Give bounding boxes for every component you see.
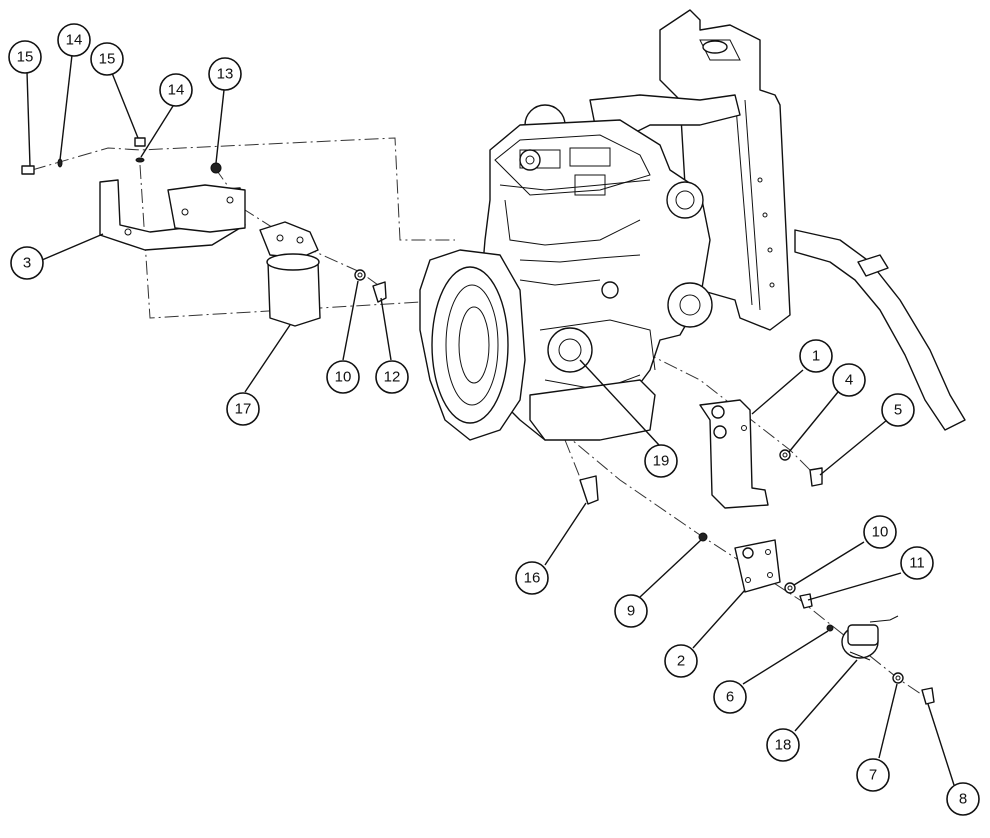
callout-balloon: 11 bbox=[900, 546, 934, 580]
engine-block bbox=[479, 119, 713, 441]
callout-balloon: 15 bbox=[90, 42, 124, 76]
callout-label: 14 bbox=[168, 82, 185, 99]
radiator-hose bbox=[794, 229, 966, 431]
callout-label: 5 bbox=[894, 402, 902, 419]
callout-balloon: 18 bbox=[766, 728, 800, 762]
callout-balloon: 13 bbox=[208, 57, 242, 91]
callout-label: 15 bbox=[17, 49, 34, 66]
fuel-pump bbox=[841, 615, 899, 661]
callout-label: 12 bbox=[384, 369, 401, 386]
callout-label: 15 bbox=[99, 51, 116, 68]
callout-balloon: 10 bbox=[326, 360, 360, 394]
callout-balloon: 10 bbox=[863, 515, 897, 549]
callout-label: 7 bbox=[869, 767, 877, 784]
hardware bbox=[21, 137, 935, 705]
callout-balloon: 14 bbox=[57, 23, 91, 57]
callout-label: 3 bbox=[23, 255, 31, 272]
flywheel-housing bbox=[419, 249, 526, 441]
callout-balloon: 16 bbox=[515, 561, 549, 595]
callout-balloon: 1 bbox=[799, 339, 833, 373]
callout-balloon: 19 bbox=[644, 444, 678, 478]
callout-balloon: 7 bbox=[856, 758, 890, 792]
callout-balloon: 14 bbox=[159, 73, 193, 107]
callout-label: 19 bbox=[653, 453, 670, 470]
callout-balloons: 15 14 15 14 13 3 17 10 12 19 1 4 5 16 9 … bbox=[8, 23, 980, 816]
callout-label: 1 bbox=[812, 348, 820, 365]
callout-balloon: 5 bbox=[881, 393, 915, 427]
callout-label: 11 bbox=[909, 555, 925, 572]
oil-pan bbox=[529, 379, 656, 441]
callout-balloon: 17 bbox=[226, 392, 260, 426]
callout-label: 2 bbox=[677, 653, 685, 670]
leader-lines bbox=[26, 54, 955, 786]
bracket-1 bbox=[699, 399, 769, 509]
callout-balloon: 3 bbox=[10, 246, 44, 280]
callout-label: 6 bbox=[726, 689, 734, 706]
callout-label: 10 bbox=[335, 369, 352, 386]
callout-label: 16 bbox=[524, 570, 541, 587]
callout-balloon: 6 bbox=[713, 680, 747, 714]
callout-balloon: 2 bbox=[664, 644, 698, 678]
callout-label: 8 bbox=[959, 791, 967, 808]
callout-balloon: 15 bbox=[8, 40, 42, 74]
callout-balloon: 12 bbox=[375, 360, 409, 394]
callout-balloon: 4 bbox=[832, 363, 866, 397]
callout-label: 4 bbox=[845, 372, 853, 389]
callout-label: 9 bbox=[627, 603, 635, 620]
callout-label: 14 bbox=[66, 32, 83, 49]
callout-label: 17 bbox=[235, 401, 252, 418]
plate-2 bbox=[734, 539, 781, 593]
fuel-filter bbox=[259, 221, 321, 327]
callout-label: 18 bbox=[775, 737, 792, 754]
callout-label: 13 bbox=[217, 66, 234, 83]
callout-balloon: 8 bbox=[946, 782, 980, 816]
callout-label: 10 bbox=[872, 524, 889, 541]
callout-balloon: 9 bbox=[614, 594, 648, 628]
bracket-3 bbox=[99, 179, 246, 251]
